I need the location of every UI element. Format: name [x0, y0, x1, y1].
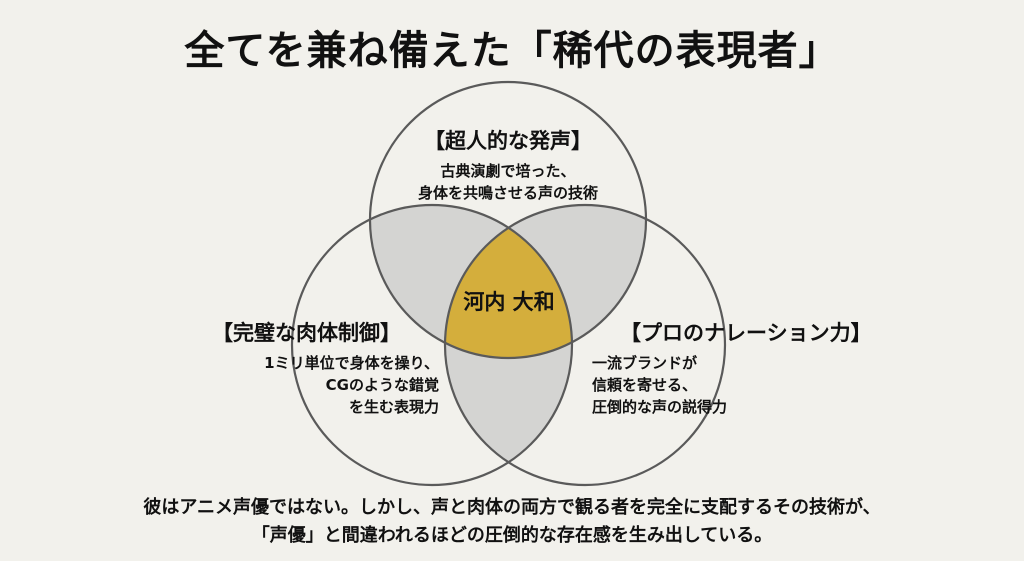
circle-right: [443, 203, 727, 487]
footer-caption: 彼はアニメ声優ではない。しかし、声と肉体の両方で観る者を完全に支配するその技術が…: [0, 494, 1024, 550]
left-heading: 【完璧な肉体制御】: [212, 321, 401, 345]
top-line-2: 身体を共鳴させる声の技術: [417, 184, 598, 202]
right-circle-label: 【プロのナレーション力】 一流ブランドが 信頼を寄せる、 圧倒的な声の説得力: [592, 317, 892, 418]
top-line-1: 古典演劇で培った、: [440, 162, 576, 180]
circle-left: [290, 203, 574, 487]
left-line-1: 1ミリ単位で身体を操り、: [264, 354, 439, 372]
top-description: 古典演劇で培った、 身体を共鳴させる声の技術: [408, 160, 608, 204]
left-description: 1ミリ単位で身体を操り、 CGのような錯覚 を生む表現力: [212, 352, 442, 418]
center-label: 河内 大和: [463, 290, 555, 314]
left-circle-label: 【完璧な肉体制御】 1ミリ単位で身体を操り、 CGのような錯覚 を生む表現力: [212, 317, 442, 418]
right-description: 一流ブランドが 信頼を寄せる、 圧倒的な声の説得力: [592, 352, 892, 418]
right-line-2: 信頼を寄せる、: [592, 376, 698, 394]
left-line-2: CGのような錯覚: [325, 376, 439, 394]
page-title: 全てを兼ね備えた「稀代の表現者」: [184, 28, 840, 74]
footer-line-1: 彼はアニメ声優ではない。しかし、声と肉体の両方で観る者を完全に支配するその技術が…: [143, 497, 881, 518]
footer-line-2: 「声優」と間違われるほどの圧倒的な存在感を生み出している。: [251, 525, 773, 546]
left-line-3: を生む表現力: [348, 398, 439, 416]
overlap-center: [445, 205, 572, 358]
top-heading: 【超人的な発声】: [424, 129, 592, 153]
right-line-1: 一流ブランドが: [592, 354, 698, 372]
top-circle-label: 【超人的な発声】 古典演劇で培った、 身体を共鳴させる声の技術: [408, 125, 608, 204]
right-heading: 【プロのナレーション力】: [620, 321, 872, 345]
right-line-3: 圧倒的な声の説得力: [592, 398, 728, 416]
